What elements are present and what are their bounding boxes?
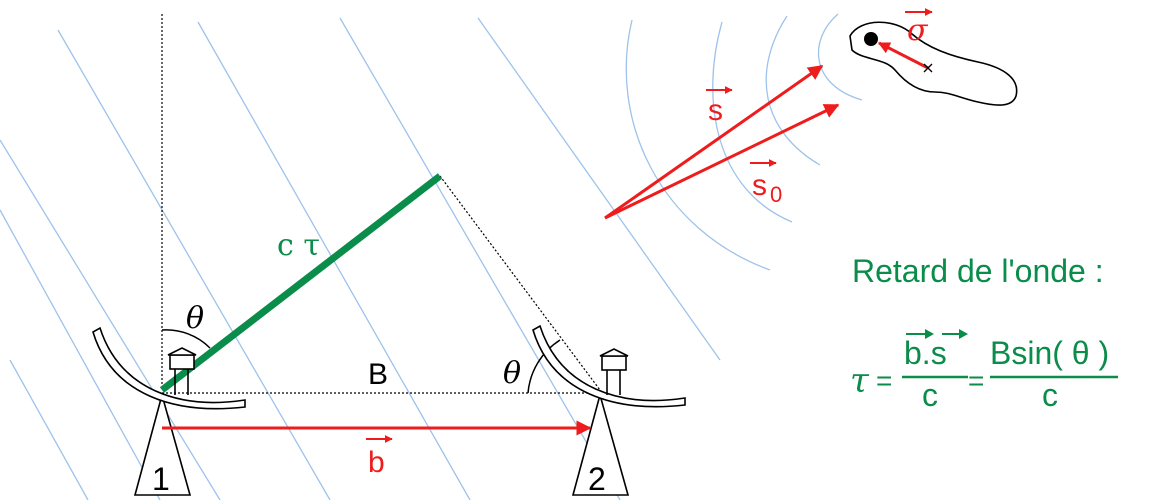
source-contour (849, 21, 1018, 106)
angle-right-label: θ (503, 356, 521, 391)
delay-formula: τ = b.s c = Bsin( θ ) c (850, 329, 1118, 413)
angle-left-label: θ (186, 301, 204, 336)
spherical-wavefront (817, 13, 863, 101)
antenna-2-feed-cap (599, 348, 629, 357)
wavefront-line (57, 29, 331, 500)
vector-s0 (604, 103, 840, 220)
delay-label: c τ (277, 228, 320, 263)
spherical-wavefronts (625, 13, 863, 271)
formula-equals-2: = (968, 365, 984, 396)
baseline-label: B (368, 358, 388, 391)
vector-b-label: b (368, 446, 385, 479)
angle-arc-right (527, 339, 561, 394)
path-difference-segment (159, 173, 443, 393)
wavefront-line (477, 17, 721, 361)
formula-fraction-1-numerator: b.s (904, 335, 947, 371)
vector-s-arrowhead-formula (959, 329, 968, 339)
formula-heading: Retard de l'onde : (852, 253, 1104, 289)
antenna-1 (92, 326, 246, 496)
formula-fraction-2-denominator: c (1042, 377, 1058, 413)
vector-s0-label: s (752, 169, 767, 202)
spherical-wavefront (625, 19, 771, 271)
antenna-2 (532, 324, 686, 496)
vector-b-arrowhead-formula (925, 329, 934, 339)
antenna-1-support (133, 391, 192, 496)
perpendicular-line (439, 175, 601, 391)
wavefront-line (339, 17, 621, 500)
vector-s0-subscript: 0 (770, 182, 782, 207)
antenna-2-number: 2 (588, 461, 606, 497)
antenna-1-dish (92, 326, 246, 410)
antenna-1-feed (169, 354, 195, 370)
antenna-2-support (571, 391, 630, 496)
wavefronts (0, 17, 721, 500)
spherical-wavefront (765, 15, 821, 166)
phase-center-cross (923, 63, 933, 73)
formula-fraction-1-denominator: c (922, 377, 938, 413)
vector-s (604, 64, 824, 220)
vector-sigma-label: σ (907, 13, 929, 48)
antenna-2-dish (532, 324, 686, 408)
angle-arc-left (161, 329, 211, 349)
vector-sigma (877, 41, 929, 70)
antenna-1-number: 1 (152, 461, 170, 497)
wavefront-line (0, 139, 221, 500)
antenna-1-feed-cap (167, 347, 197, 356)
vector-s-label: s (708, 94, 723, 127)
wavefront-line (0, 209, 161, 500)
formula-equals-1: = (876, 365, 892, 396)
wavefront-line (9, 359, 89, 500)
source-peak (864, 32, 878, 46)
antenna-2-feed (601, 355, 627, 371)
formula-tau: τ (850, 361, 870, 401)
formula-fraction-2-numerator: Bsin( θ ) (990, 335, 1109, 371)
